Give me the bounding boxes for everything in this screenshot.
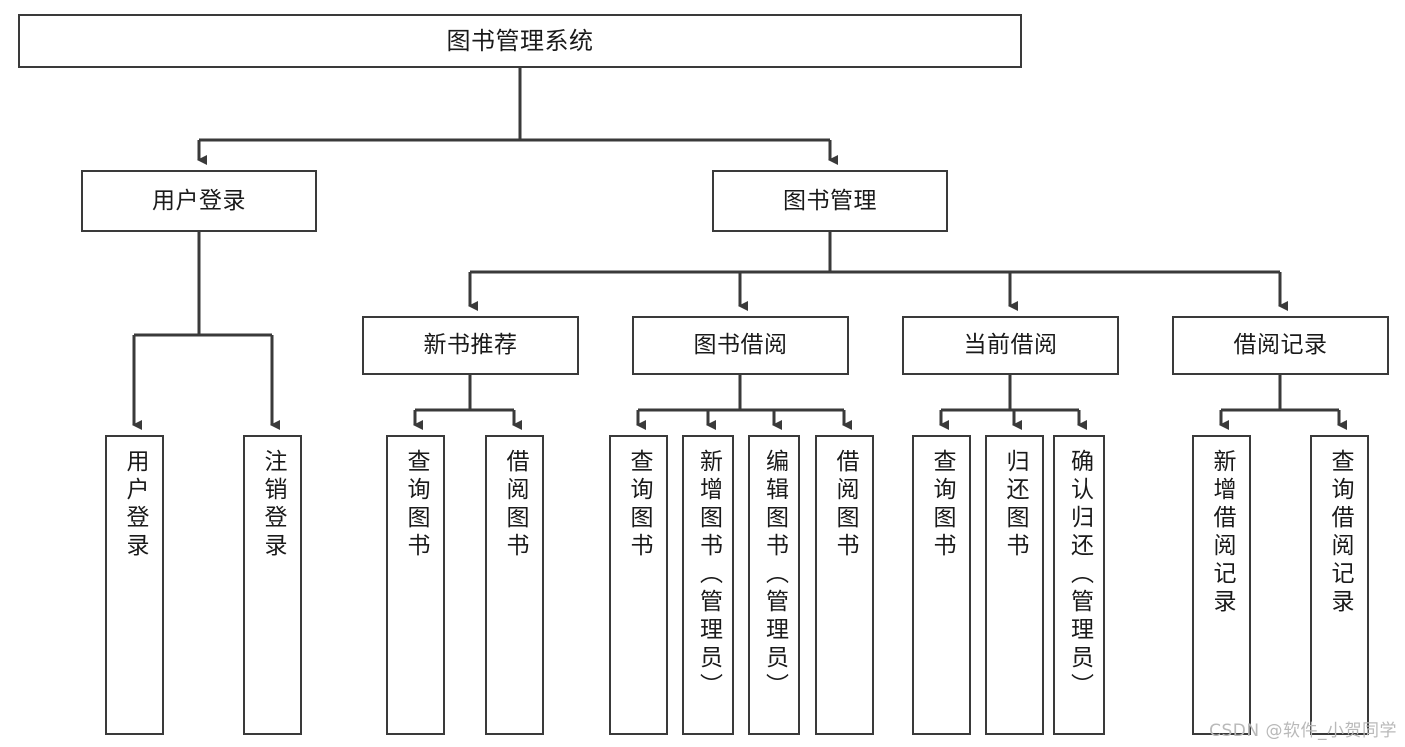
node-leaf-borrow-1-label: 借阅图书 [502,449,528,561]
node-new-book-rec[interactable]: 新书推荐 [362,316,579,375]
node-user-login-label: 用户登录 [152,187,246,214]
node-leaf-logout[interactable]: 注销登录 [243,435,302,735]
node-leaf-logout-label: 注销登录 [260,449,286,561]
node-root-label: 图书管理系统 [446,27,594,55]
node-current-borrow-label: 当前借阅 [963,332,1058,359]
node-user-login[interactable]: 用户登录 [81,170,317,232]
node-book-borrow-label: 图书借阅 [693,332,788,359]
node-leaf-confirm[interactable]: 确认归还（管理员） [1053,435,1105,735]
node-book-borrow[interactable]: 图书借阅 [632,316,849,375]
node-leaf-query-1-label: 查询图书 [403,449,429,561]
node-leaf-confirm-label: 确认归还（管理员） [1066,449,1093,701]
node-leaf-add-book[interactable]: 新增图书（管理员） [682,435,734,735]
node-root[interactable]: 图书管理系统 [18,14,1022,68]
node-leaf-add-rec-label: 新增借阅记录 [1209,449,1235,617]
node-leaf-user-login-label: 用户登录 [122,449,148,561]
node-leaf-edit-book-label: 编辑图书（管理员） [761,449,788,701]
node-leaf-user-login[interactable]: 用户登录 [105,435,164,735]
node-leaf-add-book-label: 新增图书（管理员） [695,449,722,701]
node-leaf-return[interactable]: 归还图书 [985,435,1044,735]
node-leaf-query-rec[interactable]: 查询借阅记录 [1310,435,1369,735]
node-book-manage[interactable]: 图书管理 [712,170,948,232]
node-leaf-query-2[interactable]: 查询图书 [609,435,668,735]
node-leaf-borrow-2[interactable]: 借阅图书 [815,435,874,735]
node-new-book-rec-label: 新书推荐 [423,332,518,359]
node-leaf-query-1[interactable]: 查询图书 [386,435,445,735]
node-leaf-query-2-label: 查询图书 [626,449,652,561]
node-leaf-query-3-label: 查询图书 [929,449,955,561]
node-leaf-add-rec[interactable]: 新增借阅记录 [1192,435,1251,735]
node-leaf-query-3[interactable]: 查询图书 [912,435,971,735]
node-borrow-record-label: 借阅记录 [1233,332,1328,359]
node-leaf-borrow-1[interactable]: 借阅图书 [485,435,544,735]
node-leaf-borrow-2-label: 借阅图书 [832,449,858,561]
node-leaf-query-rec-label: 查询借阅记录 [1327,449,1353,617]
node-borrow-record[interactable]: 借阅记录 [1172,316,1389,375]
node-book-manage-label: 图书管理 [783,187,877,214]
node-current-borrow[interactable]: 当前借阅 [902,316,1119,375]
node-leaf-edit-book[interactable]: 编辑图书（管理员） [748,435,800,735]
node-leaf-return-label: 归还图书 [1002,449,1028,561]
